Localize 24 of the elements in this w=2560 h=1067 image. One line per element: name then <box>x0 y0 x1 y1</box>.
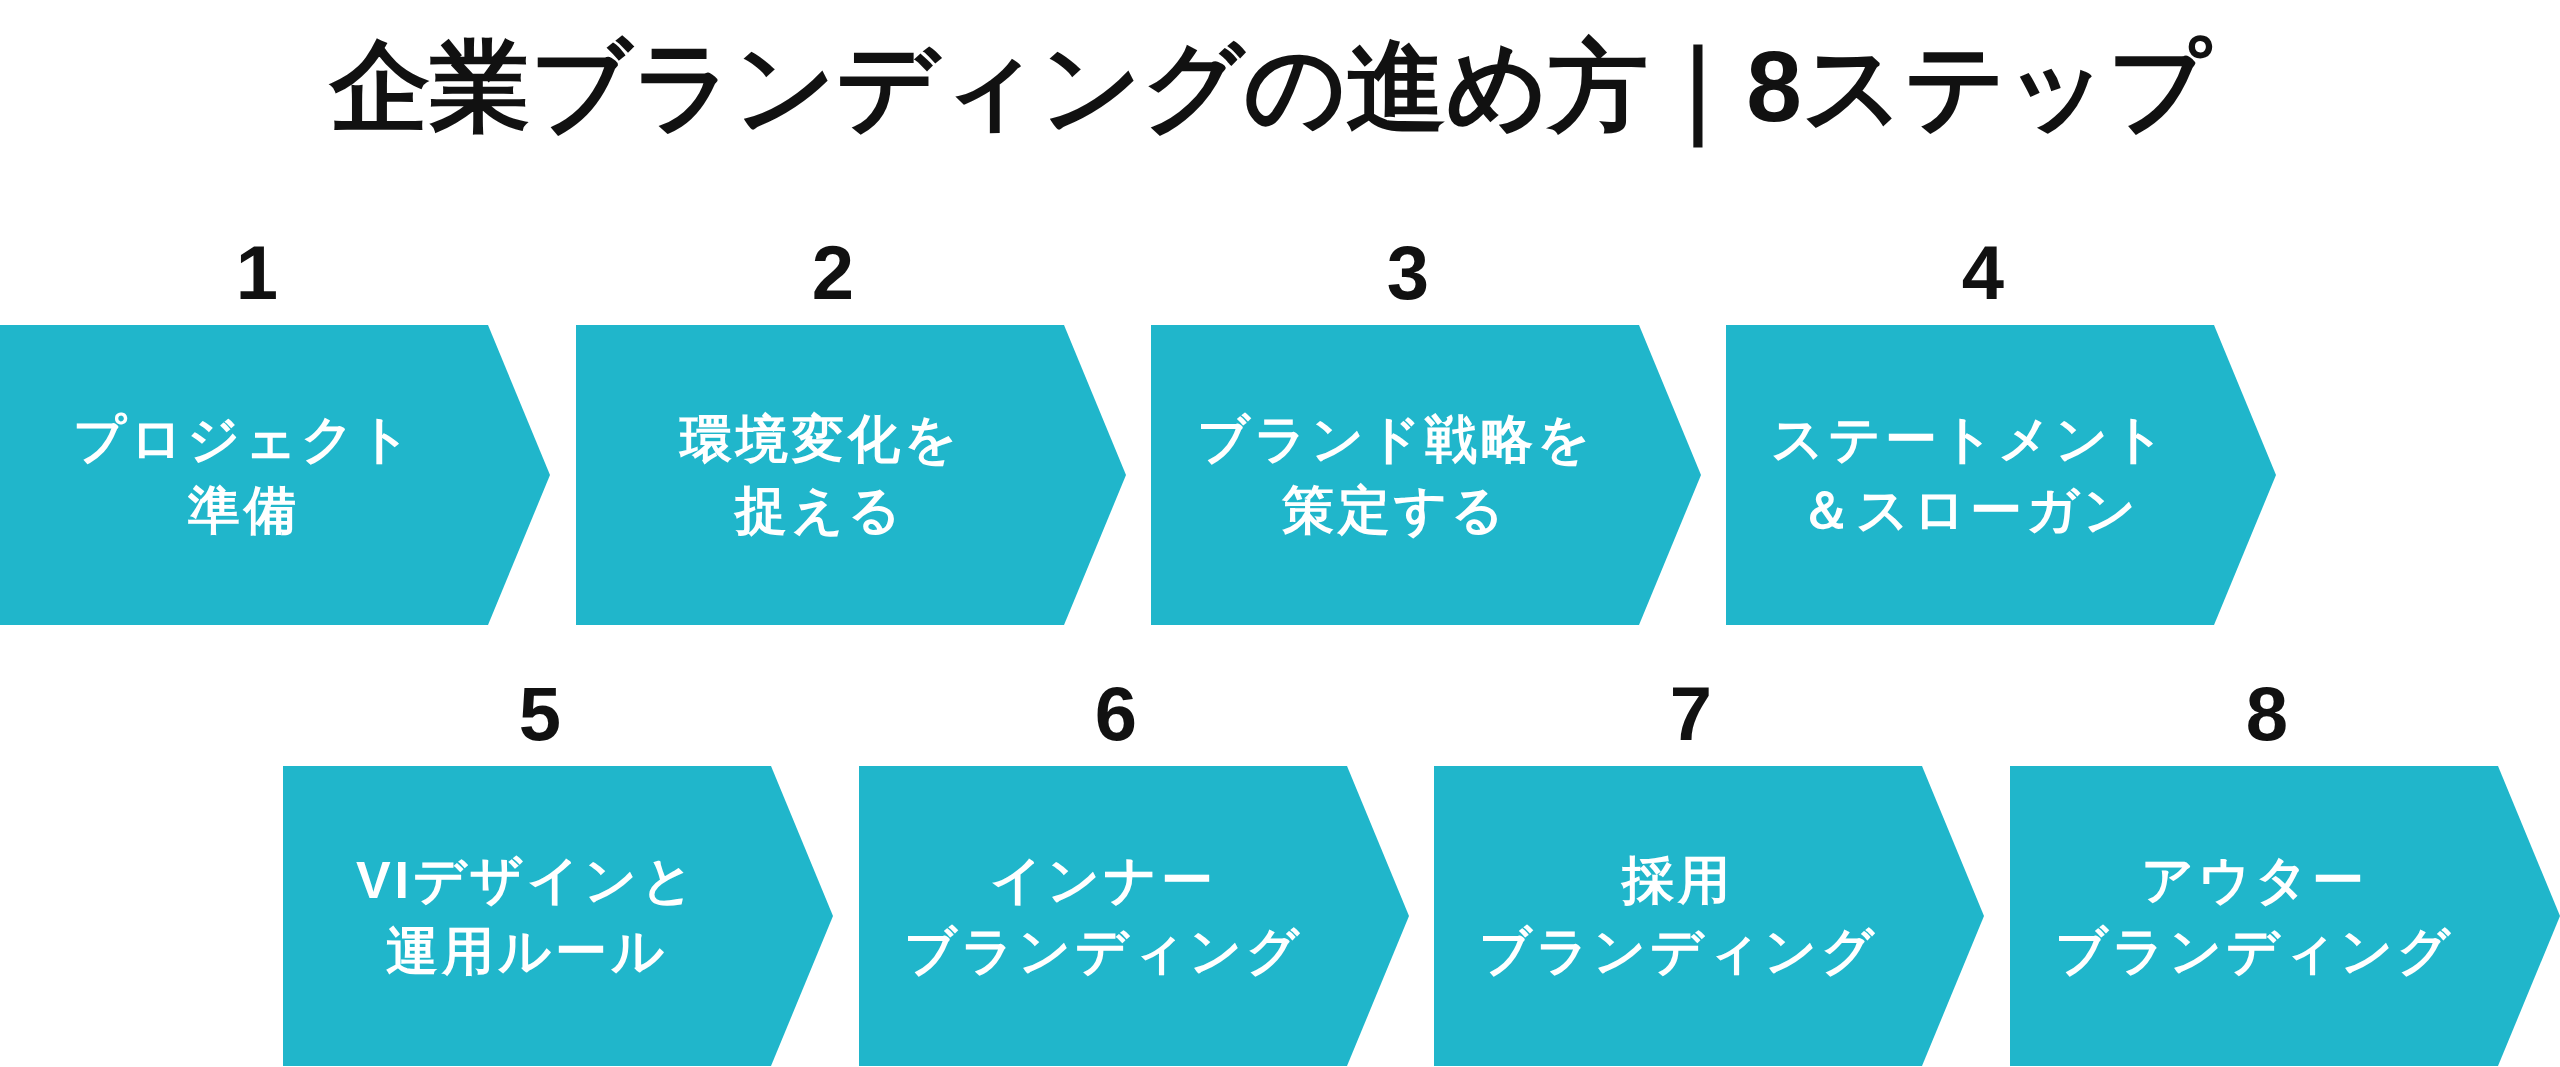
step-label: インナーブランディング <box>903 850 1303 982</box>
step-label: VIデザインと運用ルール <box>355 850 699 982</box>
chevron-step <box>2010 766 2560 1066</box>
chevron-step <box>0 325 550 625</box>
chevron-step <box>859 766 1409 1066</box>
step-number: 8 <box>2245 676 2289 752</box>
step-label: プロジェクト準備 <box>73 409 415 541</box>
step-number: 2 <box>811 235 855 311</box>
step-number: 7 <box>1669 676 1713 752</box>
step-number: 4 <box>1961 235 2005 311</box>
step-label: 環境変化を捉える <box>679 409 961 541</box>
step-label: 採用ブランディング <box>1478 850 1878 982</box>
step-label: ステートメント＆スローガン <box>1771 409 2169 541</box>
chevron-step <box>576 325 1126 625</box>
chevron-step <box>1434 766 1984 1066</box>
step-number: 1 <box>235 235 279 311</box>
step-label: アウターブランディング <box>2054 850 2454 982</box>
step-number: 5 <box>518 676 562 752</box>
chevron-step <box>1726 325 2276 625</box>
step-number: 3 <box>1386 235 1430 311</box>
chevron-step <box>283 766 833 1066</box>
step-number: 6 <box>1094 676 1138 752</box>
step-label: ブランド戦略を策定する <box>1196 409 1594 541</box>
chevron-step <box>1151 325 1701 625</box>
